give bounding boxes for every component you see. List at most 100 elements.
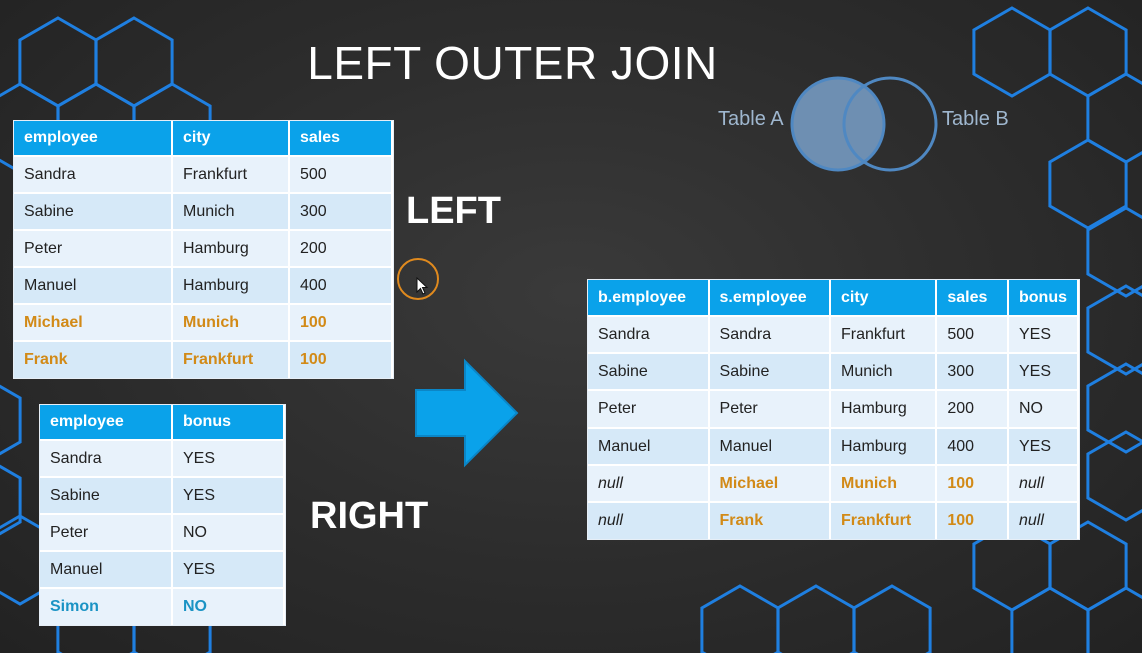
venn-label-a: Table A <box>718 108 784 130</box>
table-cell: Frankfurt <box>829 315 938 353</box>
table-cell: Munich <box>829 352 938 390</box>
table-cell: Frank <box>708 501 831 539</box>
hexagon-shape <box>1086 72 1142 164</box>
table-header: employee <box>14 121 173 156</box>
right-label: RIGHT <box>310 495 429 537</box>
table-cell: 500 <box>936 315 1009 353</box>
table-cell: Michael <box>708 464 831 502</box>
table-header: b.employee <box>588 280 710 316</box>
venn-label-b: Table B <box>942 108 1009 130</box>
hexagon-shape <box>1086 586 1142 653</box>
table-cell: YES <box>172 439 285 477</box>
hexagon-shape <box>1048 138 1128 230</box>
table-row-unmatched: Frank Frankfurt 100 <box>14 340 393 378</box>
left-table: employee city sales Sandra Frankfurt 500… <box>14 121 393 378</box>
table-row: Sandra Frankfurt 500 <box>14 155 393 193</box>
table-cell: Hamburg <box>829 427 938 465</box>
table-cell: Manuel <box>588 427 710 465</box>
table-cell: Frankfurt <box>172 340 290 378</box>
table-cell: NO <box>172 513 285 551</box>
table-row: Manuel YES <box>40 550 285 588</box>
table-cell: Frankfurt <box>829 501 938 539</box>
table-cell: Hamburg <box>829 389 938 428</box>
result-table: b.employee s.employee city sales bonus S… <box>588 280 1079 539</box>
venn-circle-b <box>842 76 938 172</box>
venn-diagram: Table A Table B <box>700 70 1030 180</box>
hexagon-shape <box>700 584 780 653</box>
table-cell: Sandra <box>708 315 831 353</box>
table-row-unmatched: Michael Munich 100 <box>14 303 393 341</box>
table-row: Sandra YES <box>40 439 285 477</box>
table-cell: 500 <box>289 155 393 193</box>
arrow-right-icon <box>415 358 519 468</box>
table-cell: Hamburg <box>172 266 290 304</box>
table-cell: 100 <box>289 303 393 341</box>
table-cell: 400 <box>936 427 1009 465</box>
left-label: LEFT <box>406 190 501 232</box>
table-cell: YES <box>1008 352 1079 390</box>
table-cell: Peter <box>708 389 831 428</box>
table-cell: null <box>1008 464 1079 502</box>
table-row: Peter Hamburg 200 <box>14 229 393 267</box>
table-row: Peter Peter Hamburg 200 NO <box>588 389 1079 428</box>
table-cell: Frank <box>14 340 173 378</box>
table-row: Sabine YES <box>40 476 285 514</box>
table-row: Sabine Sabine Munich 300 YES <box>588 352 1079 390</box>
table-row: Manuel Hamburg 400 <box>14 266 393 304</box>
table-cell: Peter <box>40 513 173 551</box>
table-cell: Manuel <box>14 266 173 304</box>
table-cell: YES <box>172 476 285 514</box>
table-cell: 100 <box>289 340 393 378</box>
hexagon-shape <box>1086 206 1142 298</box>
table-cell: null <box>588 501 710 539</box>
table-cell: NO <box>172 587 285 625</box>
venn-circle-a <box>790 76 886 172</box>
table-row: Peter NO <box>40 513 285 551</box>
hexagon-shape <box>0 464 22 536</box>
table-cell: Hamburg <box>172 229 290 267</box>
table-row-unmatched: null Michael Munich 100 null <box>588 464 1079 502</box>
table-header: employee <box>40 405 173 440</box>
table-cell: Peter <box>14 229 173 267</box>
hexagon-shape <box>1010 586 1090 653</box>
mouse-cursor-icon <box>397 258 439 300</box>
hexagon-shape <box>0 384 22 456</box>
slide-title: LEFT OUTER JOIN <box>307 37 718 89</box>
table-cell: Peter <box>588 389 710 428</box>
table-cell: 300 <box>289 192 393 230</box>
table-cell: Michael <box>14 303 173 341</box>
table-row: Sabine Munich 300 <box>14 192 393 230</box>
hexagon-shape <box>1086 362 1142 454</box>
table-cell: YES <box>1008 315 1079 353</box>
table-cell: null <box>1008 501 1079 539</box>
table-cell: Munich <box>172 192 290 230</box>
table-cell: Sandra <box>40 439 173 477</box>
table-cell: Munich <box>172 303 290 341</box>
table-row-unmatched: Simon NO <box>40 587 285 625</box>
table-header: bonus <box>172 405 285 440</box>
table-row: Manuel Manuel Hamburg 400 YES <box>588 427 1079 465</box>
hexagon-shape <box>1048 6 1128 98</box>
hexagon-shape <box>1086 430 1142 522</box>
table-header: sales <box>936 280 1009 316</box>
table-row-unmatched: null Frank Frankfurt 100 null <box>588 501 1079 539</box>
table-cell: Sabine <box>708 352 831 390</box>
table-cell: Manuel <box>708 427 831 465</box>
table-cell: Manuel <box>40 550 173 588</box>
table-cell: NO <box>1008 389 1079 428</box>
table-cell: Frankfurt <box>172 155 290 193</box>
table-cell: Sabine <box>40 476 173 514</box>
table-header: city <box>829 280 938 316</box>
venn-circles <box>790 76 938 172</box>
hexagon-shape <box>776 584 856 653</box>
table-row: Sandra Sandra Frankfurt 500 YES <box>588 315 1079 353</box>
table-cell: Sabine <box>14 192 173 230</box>
hexagon-shape <box>1086 284 1142 376</box>
table-cell: 400 <box>289 266 393 304</box>
table-header: bonus <box>1008 280 1079 316</box>
table-cell: Sandra <box>588 315 710 353</box>
right-table: employee bonus Sandra YES Sabine YES Pet… <box>40 405 285 625</box>
table-header: sales <box>289 121 393 156</box>
table-cell: YES <box>172 550 285 588</box>
table-cell: Sandra <box>14 155 173 193</box>
